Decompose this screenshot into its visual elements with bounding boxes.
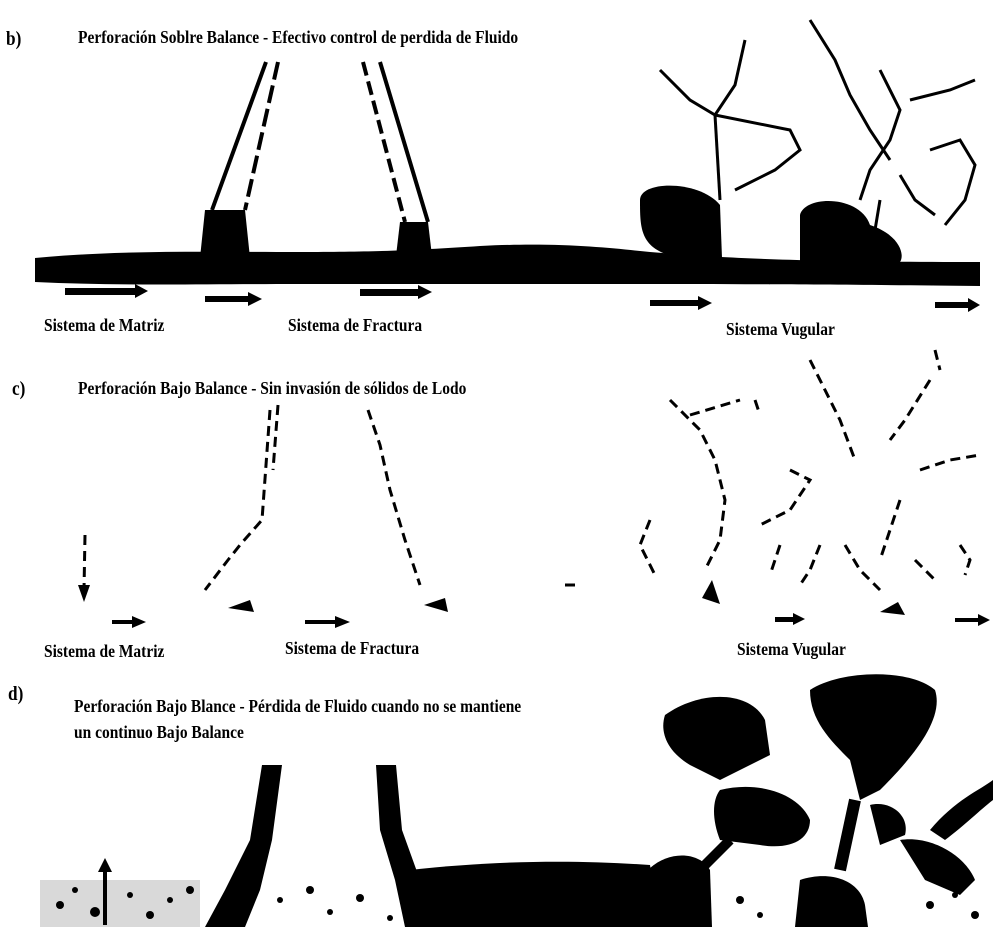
panel-d-link <box>700 840 730 870</box>
panel-d-arrow-up-head <box>98 858 112 872</box>
panel-d-vug-1 <box>663 697 770 780</box>
panel-b-title: Perforación Soblre Balance - Efectivo co… <box>78 27 518 48</box>
panel-d-vug-5 <box>900 839 975 895</box>
panel-d-vug-2 <box>714 787 810 846</box>
panel-d-vug-8 <box>930 780 993 840</box>
panel-d-title-line1: Perforación Bajo Blance - Pérdida de Flu… <box>74 696 521 717</box>
panel-d-vug-4 <box>870 804 906 845</box>
panel-c-title: Perforación Bajo Balance - Sin invasión … <box>78 378 466 399</box>
panel-d-link-2 <box>840 800 855 870</box>
panel-d-fracture-1 <box>205 765 282 927</box>
panel-d-vug-3 <box>810 674 937 800</box>
panel-b-vugular-label: Sistema Vugular <box>726 319 835 340</box>
panel-d-letter: d) <box>8 683 23 706</box>
panel-c-matrix-label: Sistema de Matriz <box>44 641 164 662</box>
panel-b-letter: b) <box>6 28 21 51</box>
panel-c-vugular-label: Sistema Vugular <box>737 639 846 660</box>
panel-d-vug-7 <box>795 876 868 927</box>
panel-d-title-line2: un continuo Bajo Balance <box>74 722 244 743</box>
panel-c-fracture-label: Sistema de Fractura <box>285 638 419 659</box>
panel-d-channel <box>410 862 660 927</box>
panel-c-letter: c) <box>12 378 25 401</box>
panel-b-fracture-label: Sistema de Fractura <box>288 315 422 336</box>
panel-b-matrix-label: Sistema de Matriz <box>44 315 164 336</box>
